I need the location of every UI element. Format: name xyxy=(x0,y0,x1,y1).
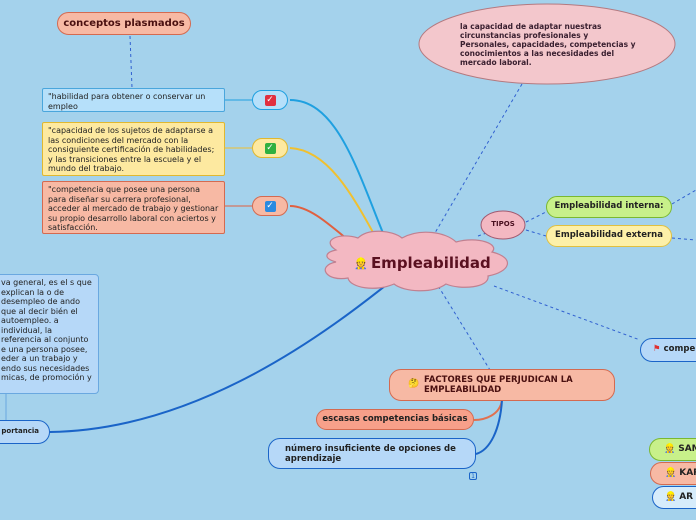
factores-count: 1 xyxy=(471,473,475,480)
definition-text: la capacidad de adaptar nuestras circuns… xyxy=(460,22,636,67)
importancia-label: portancia xyxy=(1,427,39,436)
worker-icon: 👷 xyxy=(665,491,677,502)
competencias-label: compe xyxy=(663,344,696,355)
worker-icon: 👷 xyxy=(665,467,677,478)
conceptos-title: conceptos plasmados xyxy=(63,17,185,29)
person-label-3: AR xyxy=(679,491,694,502)
concept-flag-1[interactable]: ✓ xyxy=(252,90,288,110)
tipos-node[interactable]: TIPOS xyxy=(484,220,522,230)
central-cloud-shape xyxy=(324,230,508,292)
person-node-3[interactable]: 👷 AR xyxy=(652,486,696,509)
concept-box-1[interactable]: "habilidad para obtener o conservar un e… xyxy=(42,88,225,112)
factores-node[interactable]: 🤔 FACTORES QUE PERJUDICAN LA EMPLEABILID… xyxy=(389,369,615,401)
red-check-icon: ✓ xyxy=(264,94,276,106)
factor-item-1[interactable]: escasas competencias básicas xyxy=(316,409,474,430)
tipo-externa-label: Empleabilidad externa xyxy=(555,230,663,241)
tipos-label: TIPOS xyxy=(491,220,515,228)
blue-check-icon: ✓ xyxy=(264,200,276,212)
importancia-text: va general, es el s que explican la o de… xyxy=(1,278,92,382)
factor-item-2-label: número insuficiente de opciones de apren… xyxy=(285,443,456,464)
person-label-1: SAM xyxy=(678,443,696,454)
conceptos-header[interactable]: conceptos plasmados xyxy=(57,12,191,35)
person-node-1[interactable]: 👷 SAM xyxy=(649,438,696,461)
red-flag-icon: ⚑ xyxy=(653,344,661,355)
central-node[interactable]: 👷 Empleabilidad xyxy=(350,252,495,276)
factores-title: FACTORES QUE PERJUDICAN LA EMPLEABILIDAD xyxy=(424,375,573,395)
importancia-text-box[interactable]: va general, es el s que explican la o de… xyxy=(0,274,99,394)
tipo-interna-label: Empleabilidad interna: xyxy=(554,201,664,212)
importancia-node[interactable]: portancia xyxy=(0,420,50,444)
green-check-icon: ✓ xyxy=(264,142,276,154)
concept-text-1: "habilidad para obtener o conservar un e… xyxy=(48,92,206,111)
concept-box-2[interactable]: "capacidad de los sujetos de adaptarse a… xyxy=(42,122,225,176)
tipo-externa[interactable]: Empleabilidad externa xyxy=(546,225,672,247)
concept-flag-2[interactable]: ✓ xyxy=(252,138,288,158)
tipo-interna[interactable]: Empleabilidad interna: xyxy=(546,196,672,218)
connector-concept-2 xyxy=(289,147,381,246)
definition-ellipse-shape xyxy=(418,3,676,85)
worker-icon: 👷 xyxy=(664,443,676,454)
factores-count-badge[interactable]: 1 xyxy=(469,472,477,480)
concept-text-3: "competencia que posee una persona para … xyxy=(48,185,219,232)
worker-icon: 👷 xyxy=(354,257,368,271)
definition-bubble[interactable]: la capacidad de adaptar nuestras circuns… xyxy=(460,22,640,67)
central-label: Empleabilidad xyxy=(370,254,491,273)
competencias-node[interactable]: ⚑ compe xyxy=(640,338,696,362)
person-node-2[interactable]: 👷 KAR xyxy=(650,462,696,485)
person-label-2: KAR xyxy=(679,467,696,478)
thinking-face-icon: 🤔 xyxy=(408,379,420,389)
connector-concept-1 xyxy=(289,99,391,251)
concept-text-2: "capacidad de los sujetos de adaptarse a… xyxy=(48,126,215,173)
factor-item-2[interactable]: número insuficiente de opciones de apren… xyxy=(268,438,476,469)
concept-box-3[interactable]: "competencia que posee una persona para … xyxy=(42,181,225,234)
concept-flag-3[interactable]: ✓ xyxy=(252,196,288,216)
factor-item-1-label: escasas competencias básicas xyxy=(322,413,468,424)
connector-importancia xyxy=(49,277,396,433)
tipos-ellipse-shape xyxy=(480,210,526,240)
